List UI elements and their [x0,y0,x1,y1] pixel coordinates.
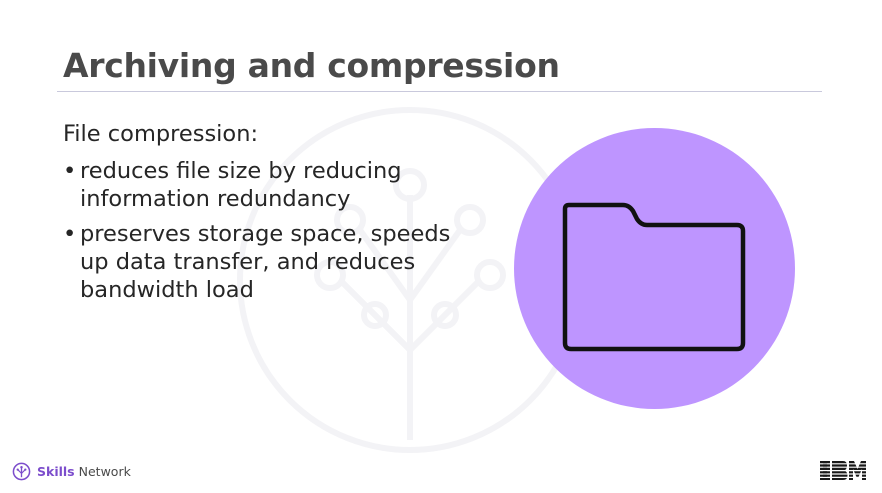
bullet-item: • preserves storage space, speeds up dat… [63,220,463,304]
bullet-text: reduces file size by reducing informatio… [80,158,402,212]
folder-icon [562,202,746,352]
title-divider [57,91,822,92]
brand-name-regular: Network [78,463,131,479]
illustration-circle [514,128,795,409]
skills-network-logo-icon [12,462,31,480]
tree-watermark-icon [237,107,583,453]
skills-network-logo: Skills Network [12,460,131,482]
ibm-logo-icon [820,461,866,480]
bullet-text: preserves storage space, speeds up data … [80,221,451,303]
bullet-marker: • [63,158,77,184]
bullet-list: • reduces file size by reducing informat… [63,157,463,304]
bullet-marker: • [63,221,77,247]
brand-name-bold: Skills [37,463,75,479]
slide-title: Archiving and compression [63,46,560,85]
slide-body: File compression: • reduces file size by… [63,120,463,311]
bullet-item: • reduces file size by reducing informat… [63,157,463,213]
lead-text: File compression: [63,121,259,147]
